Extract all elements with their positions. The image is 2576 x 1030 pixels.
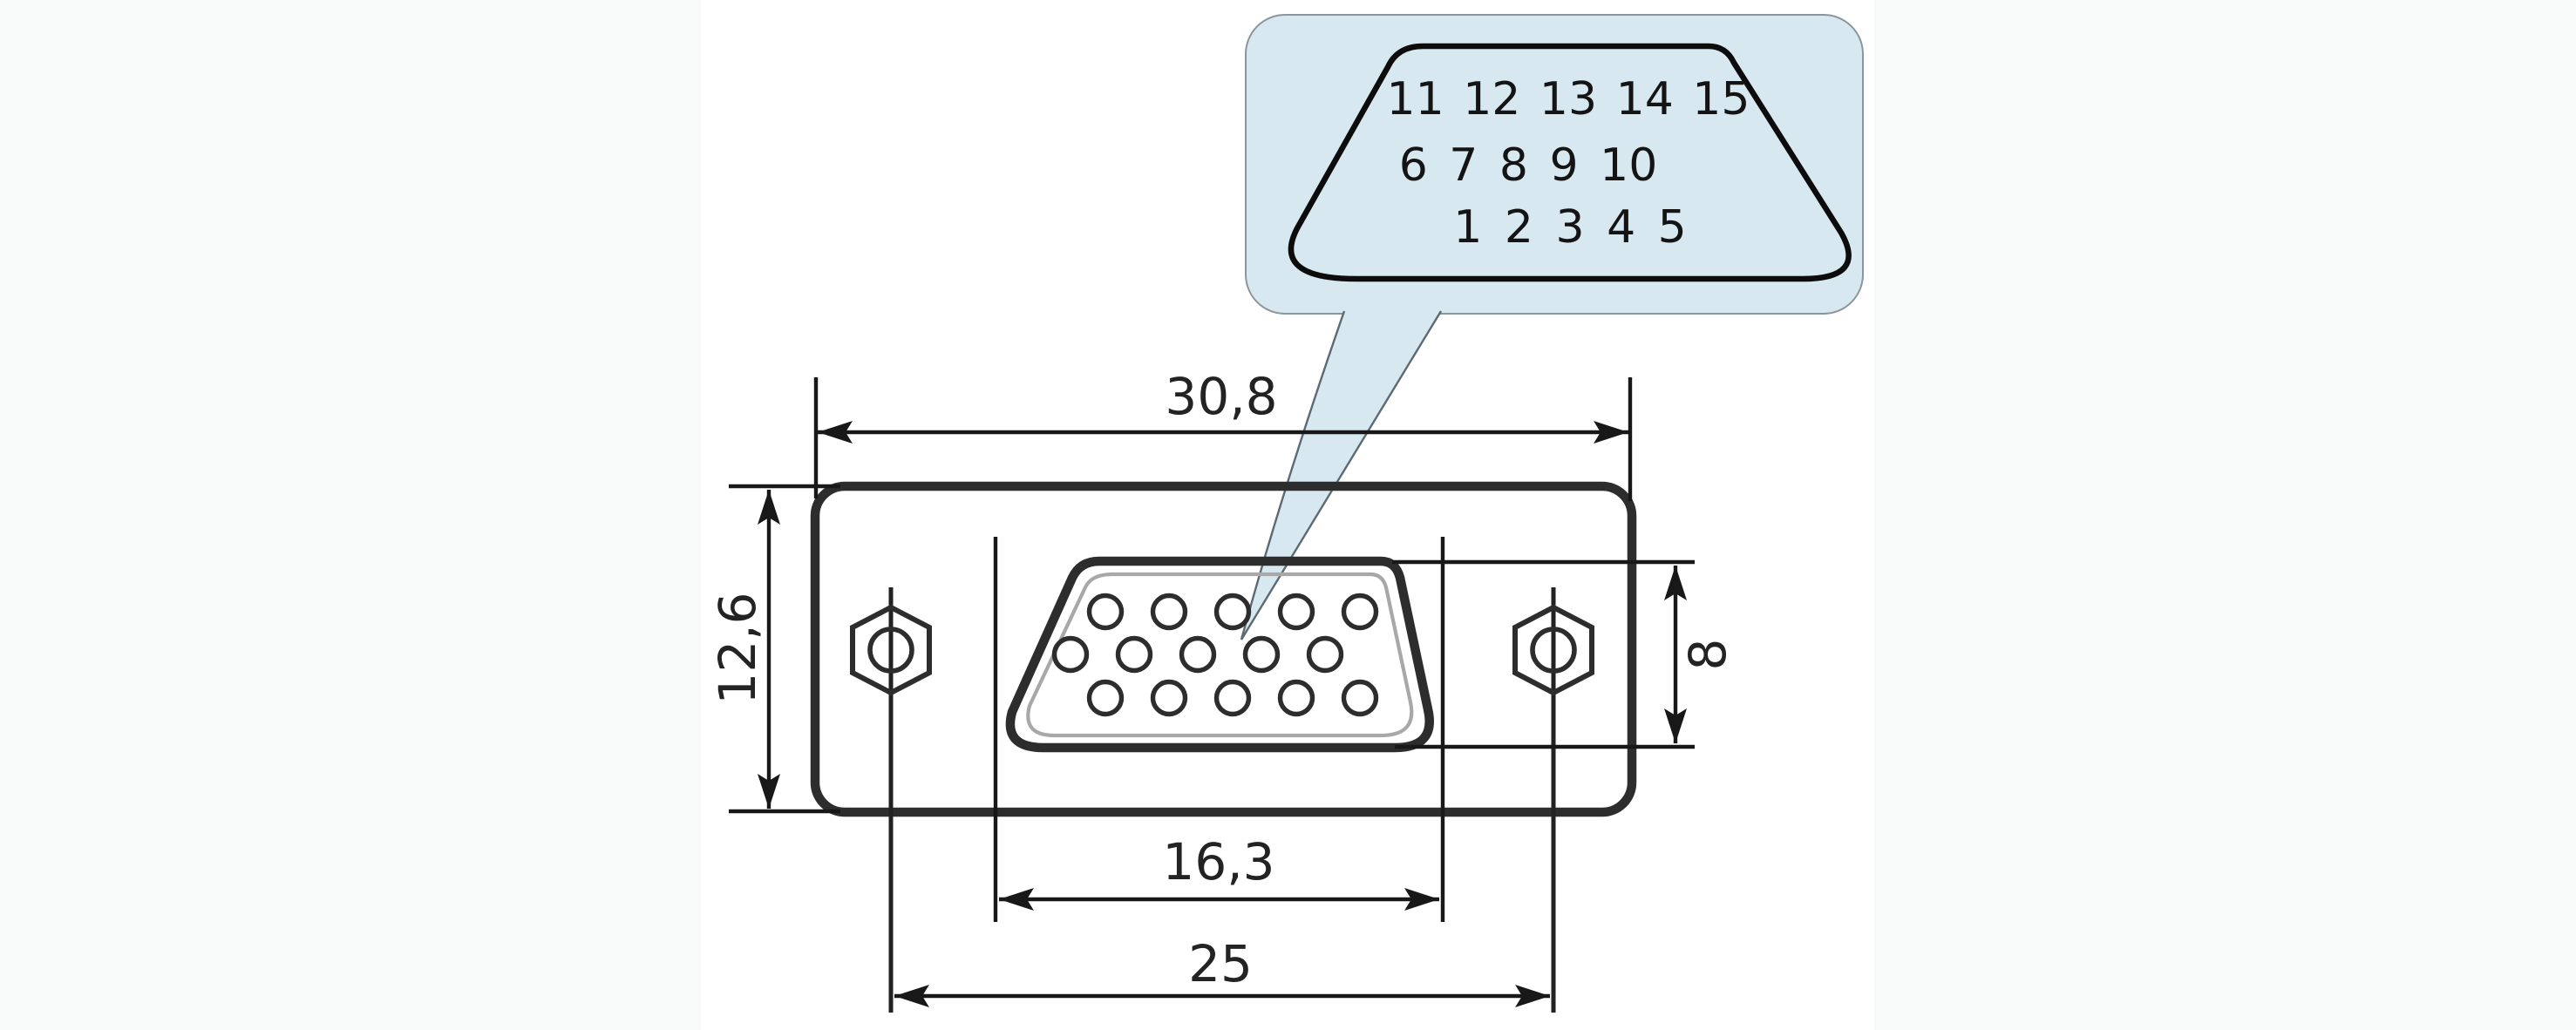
pin-hole-12 [1150, 593, 1188, 631]
pinout-callout-bubble [1245, 14, 1864, 315]
pin-hole-6 [1051, 635, 1090, 674]
pin-hole-8 [1179, 635, 1217, 674]
pin-hole-10 [1306, 635, 1344, 674]
callout-pin-row-top: 11 12 13 14 15 [1386, 73, 1750, 125]
dsub-inner-outline [1026, 572, 1414, 738]
pin-hole-4 [1277, 679, 1315, 717]
right-hex-nut [1512, 604, 1594, 696]
dsub-outer-outline [1005, 556, 1434, 753]
dimension-label-hole-spacing: 25 [1188, 934, 1253, 993]
callout-pin-row-middle: 6 7 8 9 10 [1398, 139, 1658, 192]
dimension-label-cutout-height: 8 [1678, 638, 1737, 671]
left-hex-nut [850, 604, 932, 696]
callout-dsub-outline [1288, 43, 1852, 282]
dimension-label-cutout-width: 16,3 [1162, 832, 1275, 891]
pin-hole-2 [1150, 679, 1188, 717]
callout-tail-right-edge [1240, 310, 1443, 640]
dimension-label-overall-height: 12,6 [708, 592, 767, 705]
dimension-label-overall-width: 30,8 [1165, 367, 1278, 426]
left-screw-hole [867, 627, 914, 674]
pin-hole-5 [1341, 679, 1379, 717]
pin-hole-9 [1242, 635, 1281, 674]
pin-hole-1 [1086, 679, 1125, 717]
pin-hole-13 [1213, 593, 1252, 631]
pin-hole-14 [1277, 593, 1315, 631]
pin-hole-7 [1115, 635, 1153, 674]
callout-pin-row-bottom: 1 2 3 4 5 [1453, 201, 1687, 254]
connector-body-outline [810, 481, 1637, 817]
pin-hole-11 [1086, 593, 1125, 631]
right-screw-hole [1530, 627, 1577, 674]
pin-hole-15 [1341, 593, 1379, 631]
pin-hole-3 [1213, 679, 1252, 717]
